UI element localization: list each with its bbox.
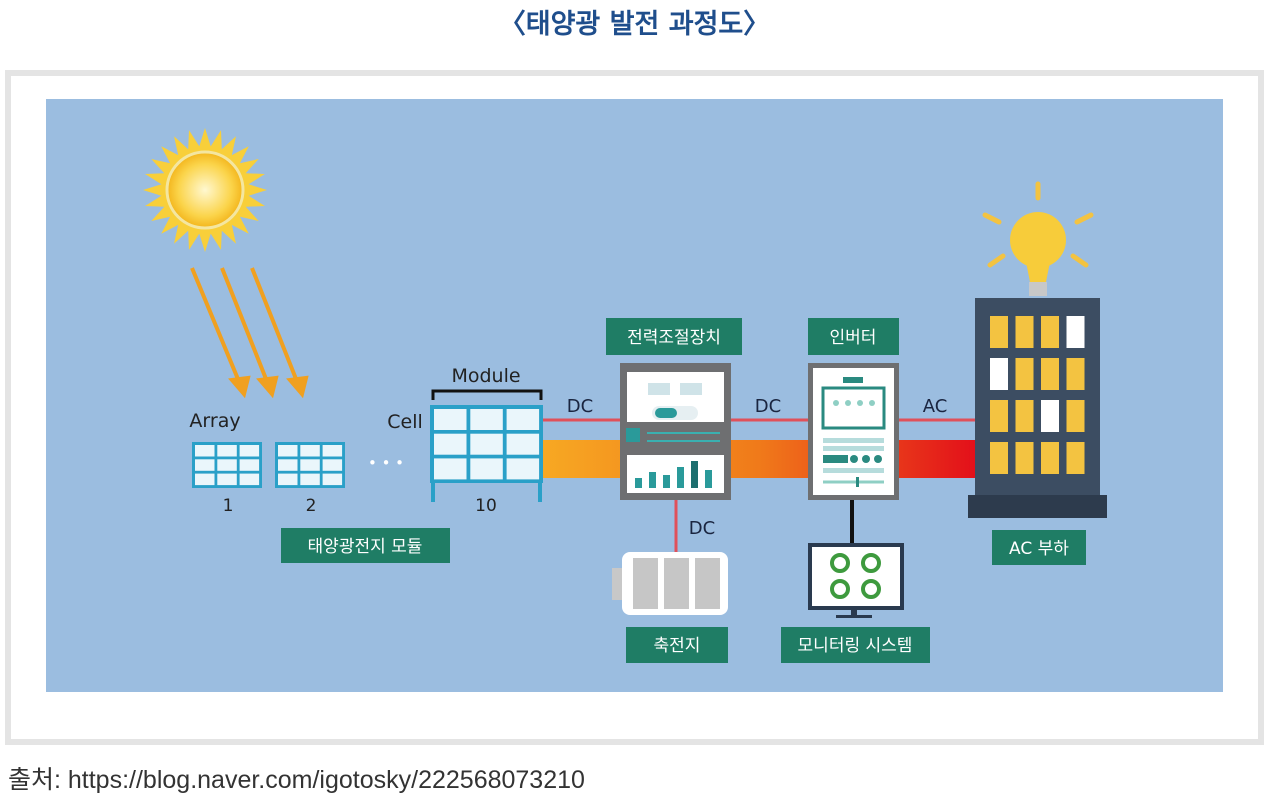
svg-text:축전지: 축전지 (654, 636, 701, 656)
page-title: 〈태양광 발전 과정도〉 (498, 9, 771, 40)
array-panel-2 (275, 442, 345, 488)
svg-text:모니터링 시스템: 모니터링 시스템 (798, 636, 913, 656)
svg-text:전력조절장치: 전력조절장치 (627, 328, 721, 348)
cell-label: Cell (387, 411, 423, 433)
svg-text:태양광전지 모듈: 태양광전지 모듈 (308, 537, 423, 557)
pcs-label: 전력조절장치 (606, 318, 742, 355)
dc-label-3: DC (689, 518, 715, 539)
sunlight-arrows (190, 267, 309, 399)
monitoring-label: 모니터링 시스템 (781, 627, 930, 663)
ellipsis: • • • (368, 454, 404, 472)
svg-text:인버터: 인버터 (830, 328, 877, 348)
battery-label: 축전지 (626, 627, 728, 663)
inverter-device (808, 363, 899, 500)
energy-flow-band (543, 440, 975, 478)
array-panel-1 (192, 442, 262, 488)
svg-text:AC 부하: AC 부하 (1009, 539, 1069, 559)
solar-module (430, 405, 543, 502)
ac-load-label: AC 부하 (992, 530, 1086, 565)
module-label: Module (451, 365, 520, 387)
dc-label-2: DC (755, 396, 781, 417)
module-bracket (431, 389, 543, 400)
source-citation: 출처: https://blog.naver.com/igotosky/2225… (8, 766, 585, 794)
inverter-label: 인버터 (808, 318, 899, 355)
solar-module-label: 태양광전지 모듈 (281, 528, 450, 563)
array-number-2: 2 (306, 496, 317, 516)
array-number-1: 1 (223, 496, 234, 516)
sun-icon (143, 128, 267, 252)
monitor-icon (808, 543, 904, 618)
dc-label-1: DC (567, 396, 593, 417)
building-icon (968, 298, 1107, 518)
array-label: Array (189, 410, 240, 432)
module-number: 10 (475, 496, 497, 516)
ac-label: AC (923, 396, 948, 417)
light-bulb-icon (982, 181, 1094, 296)
battery-icon (612, 552, 728, 615)
power-conditioner-device (620, 363, 731, 500)
